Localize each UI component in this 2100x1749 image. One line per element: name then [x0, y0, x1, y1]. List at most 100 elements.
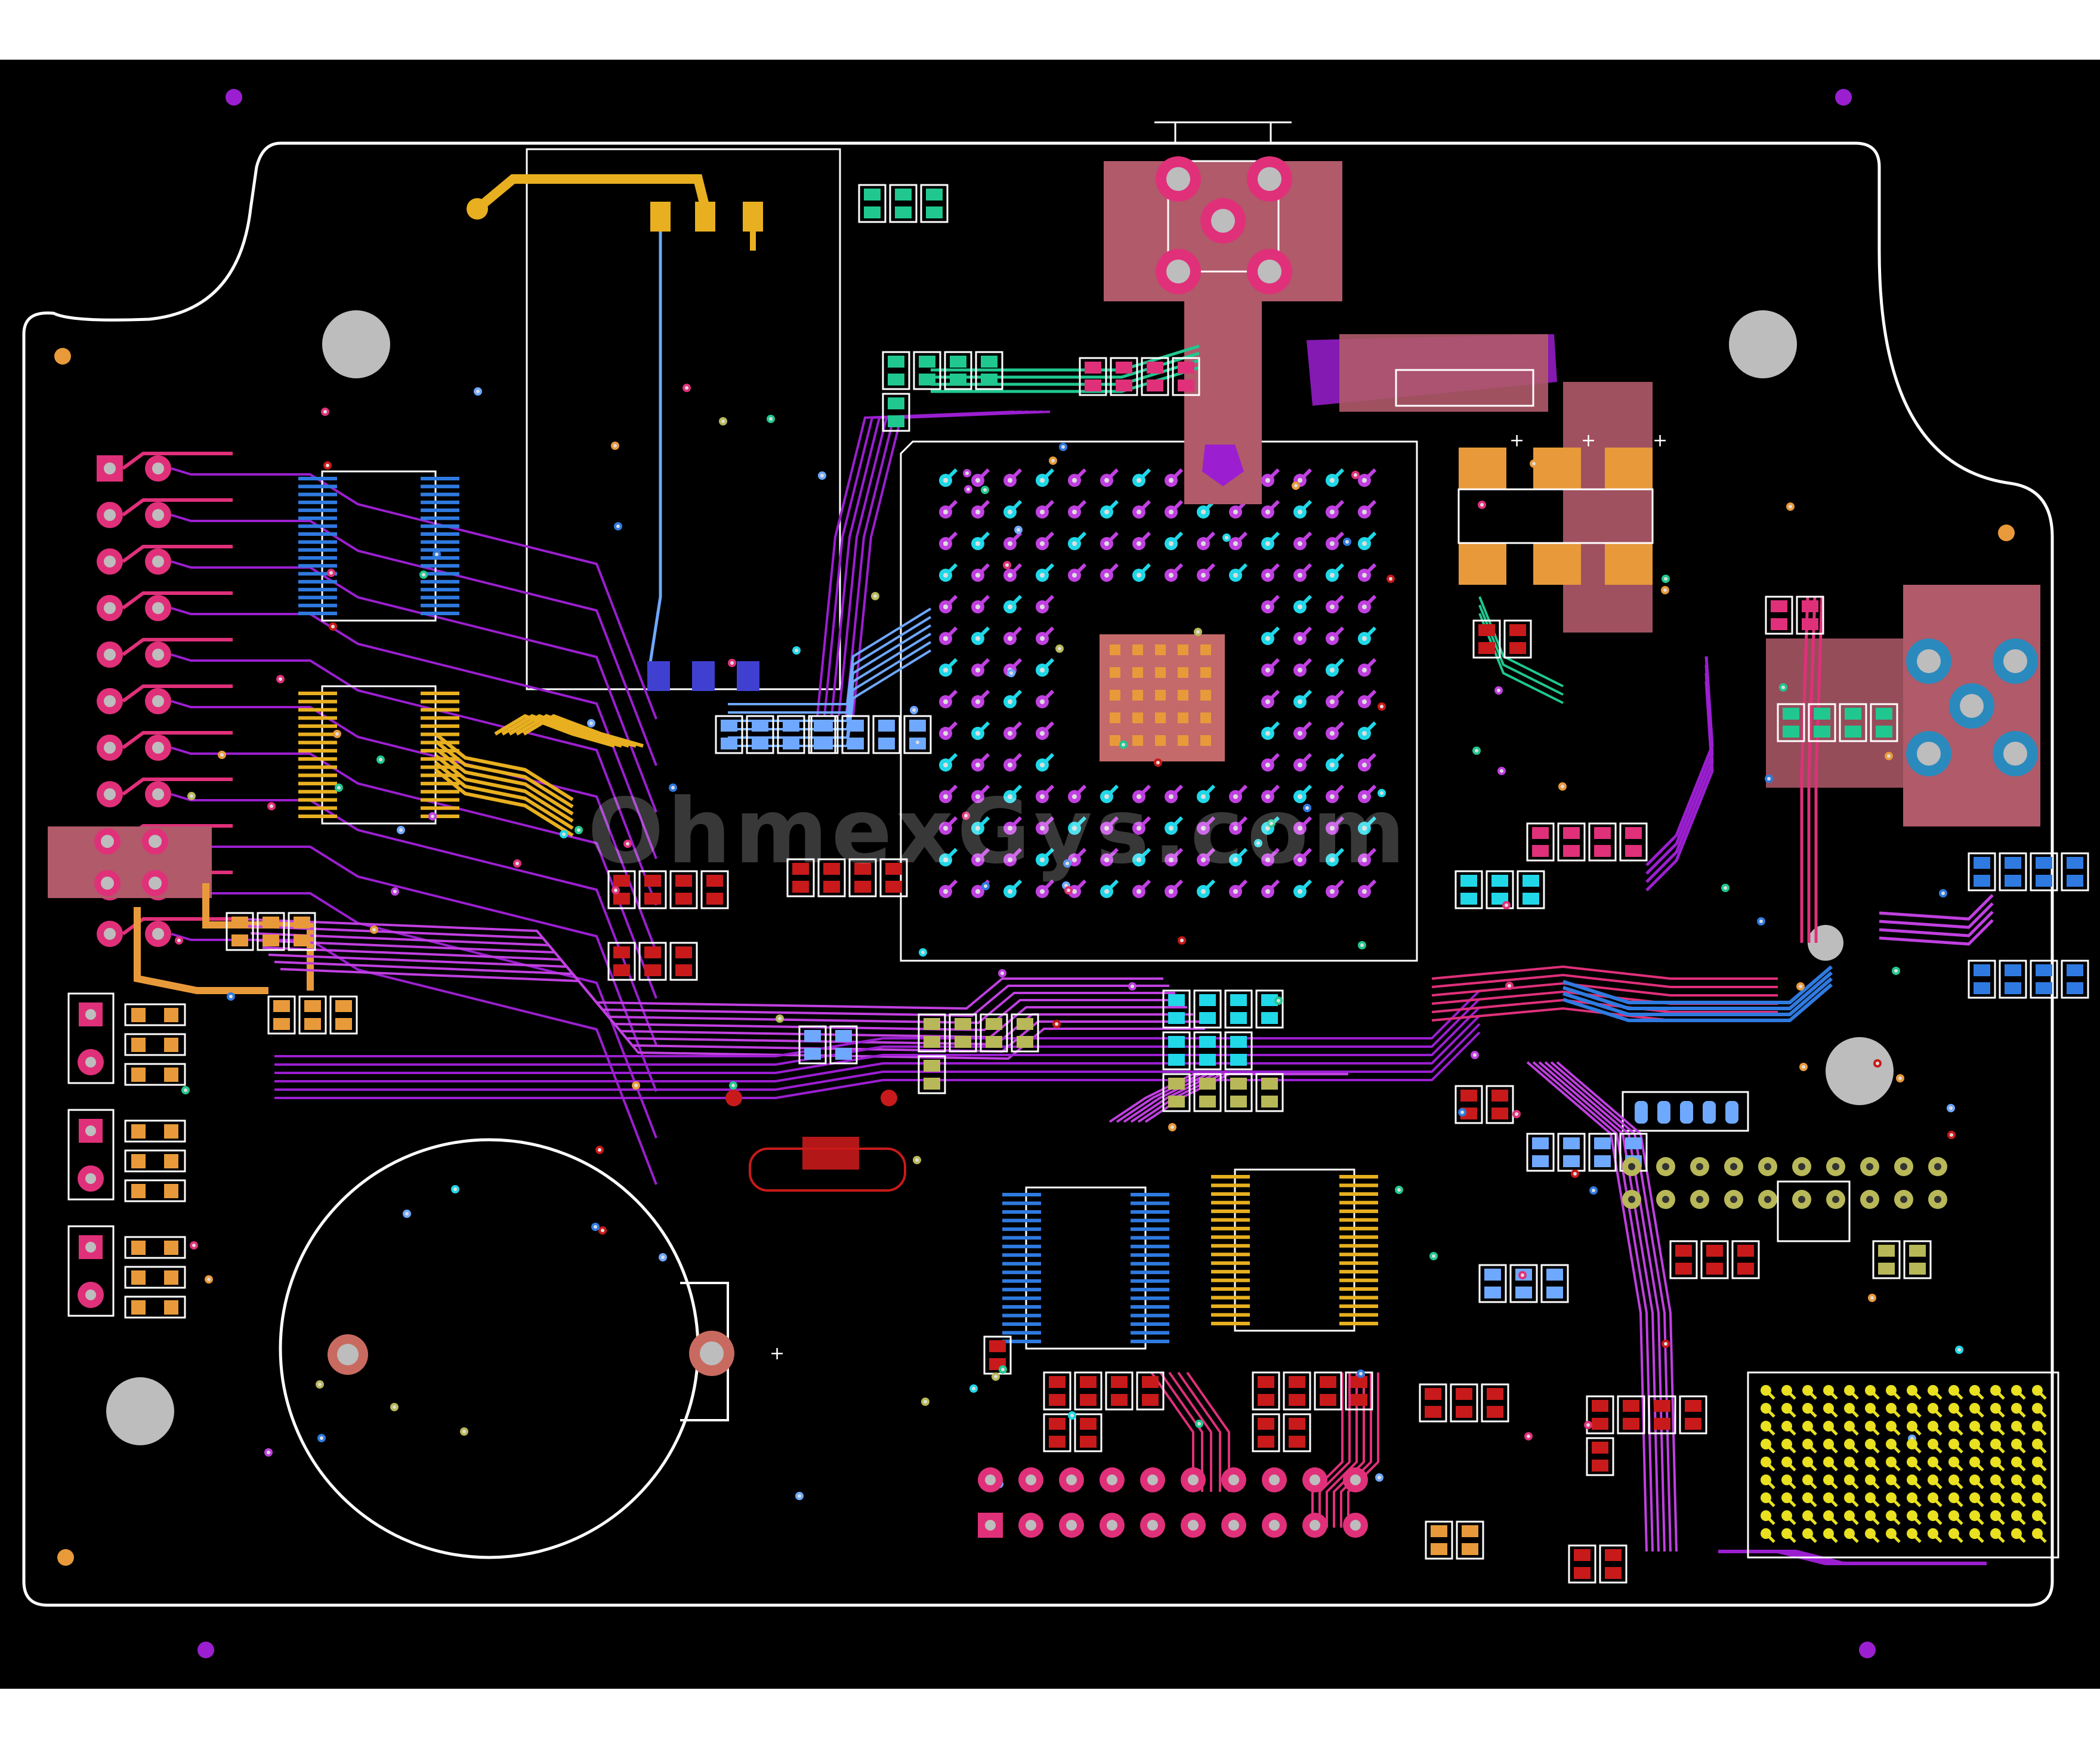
via-hole — [267, 1451, 270, 1454]
resistor-pad — [164, 1241, 178, 1255]
component-pad — [1049, 1436, 1066, 1448]
component-outline — [786, 858, 815, 897]
component-pad — [926, 206, 943, 218]
via-hole — [476, 390, 480, 393]
component-outline — [1074, 1371, 1102, 1411]
tantalum-capacitors — [1459, 448, 1653, 585]
connector-outline — [67, 1109, 115, 1201]
component-outline — [1586, 1437, 1614, 1476]
thermal-via — [1155, 690, 1166, 701]
thermal-via — [1132, 690, 1143, 701]
component-outline — [1074, 1413, 1102, 1452]
bga-ball — [1969, 1528, 1980, 1539]
header-pin-hole — [1228, 1475, 1239, 1485]
component-pad — [1168, 1012, 1185, 1024]
bga-ball-center — [1137, 826, 1141, 831]
component-pad — [1592, 1442, 1608, 1454]
component-outline — [2030, 852, 2058, 892]
bga-ball-center — [1233, 510, 1238, 514]
bga-ball-center — [1137, 541, 1141, 546]
resistor-pad — [131, 1154, 146, 1168]
component-pad — [613, 875, 630, 887]
component-outline — [226, 912, 254, 951]
trace — [274, 1031, 1481, 1099]
bga-ball — [1781, 1528, 1792, 1539]
bga-ball-center — [975, 699, 980, 704]
component-outline — [1999, 960, 2027, 999]
bga-ball-center — [1330, 889, 1335, 894]
bga-ball — [1781, 1403, 1792, 1414]
bga-ball-center — [1362, 699, 1367, 704]
via-hole — [1058, 647, 1061, 650]
component-outline — [607, 870, 636, 909]
via-hole — [1957, 1348, 1961, 1352]
component-pad — [1111, 1376, 1128, 1388]
bga-ball-center — [1169, 478, 1173, 483]
bga-ball — [1761, 1510, 1771, 1521]
via-hole — [1561, 785, 1564, 788]
trace — [434, 761, 574, 830]
component-outline — [1224, 1073, 1253, 1112]
bga-ball — [1865, 1475, 1876, 1485]
component-pad — [816, 720, 833, 732]
component-outline — [841, 715, 870, 754]
bga-ball-center — [975, 889, 980, 894]
component-pad — [1876, 726, 1892, 738]
thermal-via — [1110, 735, 1120, 746]
component-pad — [721, 720, 737, 732]
component-pad — [1625, 827, 1642, 839]
component-pad — [1623, 1400, 1639, 1412]
bga-ball — [1948, 1475, 1959, 1485]
component-outline — [1283, 1371, 1311, 1411]
component-pad — [1487, 1388, 1503, 1400]
resistor-pad — [164, 1154, 178, 1168]
resistor-outline — [124, 1003, 186, 1026]
bga-ball — [2032, 1385, 2043, 1396]
bga-ball — [1928, 1403, 1938, 1414]
trace — [1326, 1372, 1358, 1528]
bga-ball — [1948, 1492, 1959, 1503]
bga-ball — [1844, 1385, 1855, 1396]
header-pin-hole — [1269, 1475, 1280, 1485]
bga-ball-center — [1362, 573, 1367, 578]
header-pin-hole — [152, 509, 164, 521]
component-pad — [1199, 994, 1216, 1006]
trace — [1538, 1061, 1660, 1552]
bga-ball-center — [1362, 826, 1367, 831]
trace — [434, 747, 574, 816]
header-pin-hole — [1310, 1475, 1320, 1485]
component-pad — [2067, 875, 2083, 887]
component-pad — [950, 356, 966, 368]
bga-ball-center — [1104, 857, 1109, 862]
ic-body-outline — [321, 685, 437, 825]
bga-ball — [1969, 1439, 1980, 1449]
component-pad — [1814, 726, 1830, 738]
component-pad — [1909, 1263, 1926, 1275]
trace — [1550, 1061, 1672, 1552]
via-hole — [601, 1229, 604, 1232]
component-pad — [706, 893, 723, 905]
component-outline — [1588, 1133, 1617, 1172]
component-pad — [1017, 1036, 1033, 1048]
component-pad — [1594, 845, 1611, 857]
bga-ball-center — [1265, 541, 1270, 546]
bga-ball-center — [1072, 794, 1077, 799]
bga-ball-center — [1137, 478, 1141, 483]
via-hole — [965, 471, 969, 475]
mounting-hole-icon — [1808, 925, 1843, 961]
bga-ball — [1844, 1492, 1855, 1503]
component-pad — [888, 397, 904, 409]
via-hole — [616, 525, 620, 528]
header-pin-hole — [1066, 1520, 1077, 1531]
bga-ball-center — [943, 478, 948, 483]
via-hole — [1521, 1273, 1524, 1277]
component-pad — [1484, 1269, 1501, 1281]
component-pad — [262, 934, 279, 946]
bga-ball-center — [1072, 478, 1077, 483]
bga-ball-center — [975, 510, 980, 514]
component-outline — [638, 942, 667, 981]
header-pin-hole — [152, 602, 164, 614]
component-pad — [1594, 827, 1611, 839]
component-pad — [1974, 964, 1990, 976]
